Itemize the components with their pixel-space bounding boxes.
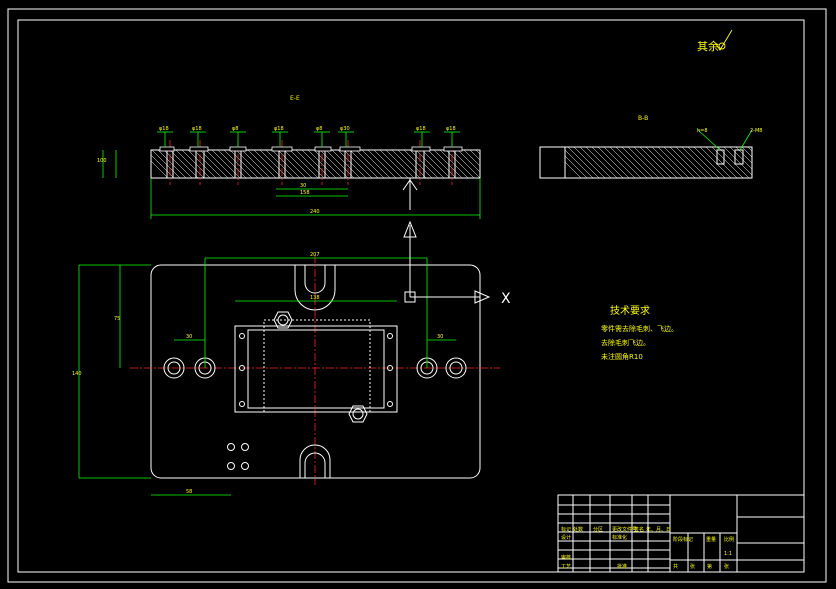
svg-text:重量: 重量 (706, 536, 716, 543)
tech-line-2: 去除毛刺飞边。 (601, 338, 650, 347)
svg-text:张: 张 (690, 563, 695, 570)
svg-text:75: 75 (114, 316, 120, 322)
svg-text:共: 共 (673, 563, 678, 570)
svg-text:h=8: h=8 (697, 128, 708, 134)
section-dim-label: φ8 (232, 126, 238, 132)
svg-text:年、月、日: 年、月、日 (646, 526, 671, 533)
svg-text:100: 100 (97, 158, 107, 164)
plan-view: 140 75 207 138 58 30 30 (72, 252, 500, 496)
section-label-bb: B-B (638, 115, 648, 122)
svg-text:批准: 批准 (617, 563, 627, 570)
svg-text:标准化: 标准化 (612, 534, 627, 541)
svg-text:1:1: 1:1 (724, 551, 732, 557)
svg-text:处数: 处数 (573, 526, 583, 533)
svg-text:分区: 分区 (593, 526, 603, 533)
tech-line-3: 未注圆角R10 (601, 352, 643, 361)
section-label-ee: E-E (290, 95, 300, 102)
technical-requirements: 技术要求 零件需去除毛刺、飞边。 去除毛刺飞边。 未注圆角R10 (601, 304, 678, 361)
svg-text:30: 30 (186, 334, 192, 340)
roughness-note: 其余 (697, 39, 719, 53)
svg-text:58: 58 (186, 489, 192, 495)
svg-text:158: 158 (300, 190, 310, 196)
section-dim-label: φ18 (159, 126, 169, 132)
svg-text:签名: 签名 (634, 526, 644, 533)
section-dim-label: φ18 (446, 126, 456, 132)
section-dim-label: φ18 (416, 126, 426, 132)
section-dim-labels: φ18 φ18 φ8 φ18 φ8 φ30 φ18 φ18 (157, 126, 460, 147)
svg-text:140: 140 (72, 371, 82, 377)
svg-text:207: 207 (310, 252, 320, 258)
section-dim-label: φ8 (316, 126, 322, 132)
svg-text:更改文件号: 更改文件号 (612, 526, 637, 533)
roughness-symbol: 其余 (697, 29, 733, 53)
svg-text:138: 138 (310, 295, 320, 301)
svg-text:30: 30 (437, 334, 443, 340)
svg-text:审核: 审核 (561, 554, 571, 561)
ucs-axis-icon: X (403, 220, 511, 307)
section-view-bb: h=8 2-M8 (539, 128, 762, 179)
svg-text:标记: 标记 (561, 526, 571, 533)
outer-border (7, 8, 827, 583)
section-dim-label: φ18 (274, 126, 284, 132)
svg-text:240: 240 (310, 209, 320, 215)
svg-text:30: 30 (300, 183, 306, 189)
svg-text:阶段标记: 阶段标记 (673, 536, 693, 543)
svg-text:工艺: 工艺 (561, 564, 571, 570)
svg-text:张: 张 (724, 563, 729, 570)
axis-x-label: X (501, 291, 511, 307)
title-block: 标记 处数 分区 更改文件号 签名 年、月、日 设计 标准化 审核 工艺 批准 … (557, 494, 805, 573)
svg-text:比例: 比例 (724, 536, 734, 543)
tech-line-1: 零件需去除毛刺、飞边。 (601, 324, 678, 333)
section-dim-label: φ30 (340, 126, 350, 132)
section-dim-label: φ18 (192, 126, 202, 132)
section-view-ee: 240 30 158 100 (97, 140, 481, 219)
tech-title: 技术要求 (610, 304, 650, 317)
svg-text:第: 第 (707, 563, 712, 570)
inner-border (17, 19, 805, 573)
svg-text:2-M8: 2-M8 (750, 128, 762, 134)
svg-text:设计: 设计 (561, 534, 571, 541)
